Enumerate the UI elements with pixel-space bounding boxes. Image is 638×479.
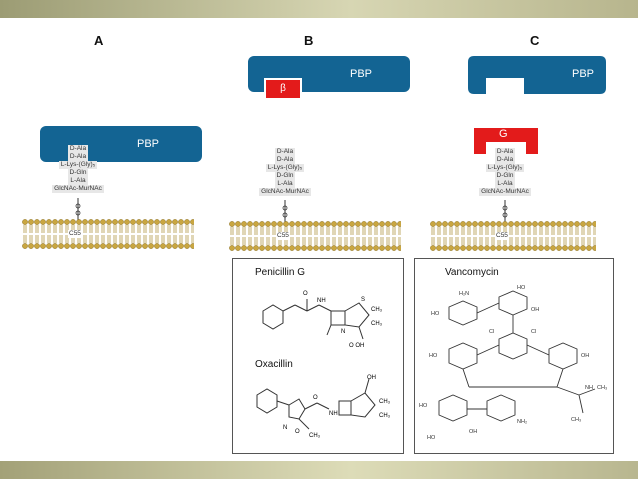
peptide-residue-4: D-Gln <box>494 172 516 180</box>
svg-text:HO: HO <box>419 403 428 409</box>
svg-text:O: O <box>295 429 300 435</box>
pbp-label-c: PBP <box>572 68 595 80</box>
peptide-residue-6: GlcNAc-MurNAc <box>259 188 311 196</box>
panel-label-b: B <box>304 33 314 48</box>
svg-text:NH₂: NH₂ <box>517 419 527 425</box>
lipid-carrier-label-a: C55 <box>68 230 82 238</box>
peptide-residue-6: GlcNAc-MurNAc <box>479 188 531 196</box>
peptide-residue-5: L-Ala <box>275 180 295 188</box>
svg-text:CH₃: CH₃ <box>309 433 321 439</box>
svg-text:O OH: O OH <box>349 343 364 349</box>
pyrophosphate-link-a <box>75 198 81 222</box>
pyrophosphate-link-b <box>282 200 288 224</box>
svg-text:Cl: Cl <box>531 329 536 335</box>
svg-text:CH₃: CH₃ <box>597 385 607 391</box>
peptide-residue-1: D-Ala <box>494 148 516 156</box>
peptide-residue-2: D-Ala <box>274 156 296 164</box>
drug-name-vancomycin: Vancomycin <box>445 267 499 278</box>
pbp-block-a: PBP <box>40 126 202 162</box>
lipid-carrier-label-b: C55 <box>276 232 290 240</box>
svg-text:OH: OH <box>531 307 539 313</box>
inhibitor-label-c: G <box>499 128 508 140</box>
svg-text:CH₃: CH₃ <box>379 399 391 405</box>
membrane-bilayer-a <box>22 219 194 249</box>
peptide-stem-c: D-Ala D-Ala L-Lys-(Gly)₅ D-Gln L-Ala Glc… <box>465 148 545 196</box>
svg-text:CH₃: CH₃ <box>371 321 383 327</box>
svg-text:O: O <box>303 291 308 297</box>
peptide-residue-3: L-Lys-(Gly)₅ <box>265 164 305 172</box>
oxacillin-structure: O NH OH CH₃ CH₃ N O CH₃ <box>256 375 391 439</box>
pbp-block-c <box>468 56 606 94</box>
pbp-label-a: PBP <box>137 138 160 150</box>
inhibitor-label-b: β <box>280 83 286 94</box>
svg-text:CH₃: CH₃ <box>371 307 383 313</box>
pyrophosphate-link-c <box>502 200 508 224</box>
lipid-carrier-label-c: C55 <box>495 232 509 240</box>
svg-text:OH: OH <box>469 429 477 435</box>
peptide-residue-2: D-Ala <box>67 153 89 161</box>
peptide-residue-4: D-Gln <box>67 169 89 177</box>
svg-text:N: N <box>283 425 287 431</box>
svg-text:Cl: Cl <box>489 329 494 335</box>
peptide-residue-5: L-Ala <box>495 180 515 188</box>
svg-text:HO: HO <box>427 435 436 441</box>
beta-lactam-inhibitor: β <box>264 78 302 100</box>
membrane-bilayer-c <box>430 221 596 251</box>
peptide-residue-6: GlcNAc-MurNAc <box>52 185 104 193</box>
membrane-bilayer-b <box>229 221 401 251</box>
peptide-residue-4: D-Gln <box>274 172 296 180</box>
svg-text:CH₃: CH₃ <box>379 413 391 419</box>
peptide-stem-a: D-Ala D-Ala L-Lys-(Gly)₅ D-Gln L-Ala Glc… <box>38 145 118 193</box>
svg-text:OH: OH <box>581 353 589 359</box>
bottom-decor-band <box>0 461 638 479</box>
peptide-residue-1: D-Ala <box>67 145 89 153</box>
svg-text:NH: NH <box>317 298 326 304</box>
peptide-residue-5: L-Ala <box>68 177 88 185</box>
svg-text:O: O <box>313 395 318 401</box>
panel-label-a: A <box>94 33 104 48</box>
svg-text:HO: HO <box>429 353 438 359</box>
peptide-residue-2: D-Ala <box>494 156 516 164</box>
svg-text:HO: HO <box>431 311 440 317</box>
peptide-residue-1: D-Ala <box>274 148 296 156</box>
drug-name-penicillin: Penicillin G <box>255 267 306 278</box>
svg-text:NH: NH <box>585 385 593 391</box>
top-decor-band <box>0 0 638 18</box>
pbp-label-b: PBP <box>350 68 373 80</box>
svg-text:S: S <box>361 297 365 303</box>
glycopeptide-inhibitor <box>474 128 538 154</box>
svg-text:OH: OH <box>367 375 376 381</box>
svg-text:NH: NH <box>329 411 338 417</box>
svg-text:CH₃: CH₃ <box>571 417 581 423</box>
peptide-stem-b: D-Ala D-Ala L-Lys-(Gly)₅ D-Gln L-Ala Glc… <box>245 148 325 196</box>
svg-text:H₂N: H₂N <box>459 291 469 297</box>
svg-text:HO: HO <box>517 285 526 291</box>
structure-box-vancomycin: Vancomycin H₂N HO HO OH Cl <box>414 258 614 454</box>
peptide-residue-3: L-Lys-(Gly)₅ <box>58 161 98 169</box>
vancomycin-structure: H₂N HO HO OH Cl Cl HO OH NH CH₃ HO NH₂ H… <box>419 285 607 441</box>
penicillin-structure: O NH S CH₃ CH₃ N O OH <box>262 291 383 349</box>
peptide-residue-3: L-Lys-(Gly)₅ <box>485 164 525 172</box>
drug-name-oxacillin: Oxacillin <box>255 359 293 370</box>
panel-label-c: C <box>530 33 540 48</box>
svg-text:N: N <box>341 329 345 335</box>
structure-box-beta-lactams: Penicillin G O NH S CH₃ CH₃ N O OH Oxaci… <box>232 258 404 454</box>
